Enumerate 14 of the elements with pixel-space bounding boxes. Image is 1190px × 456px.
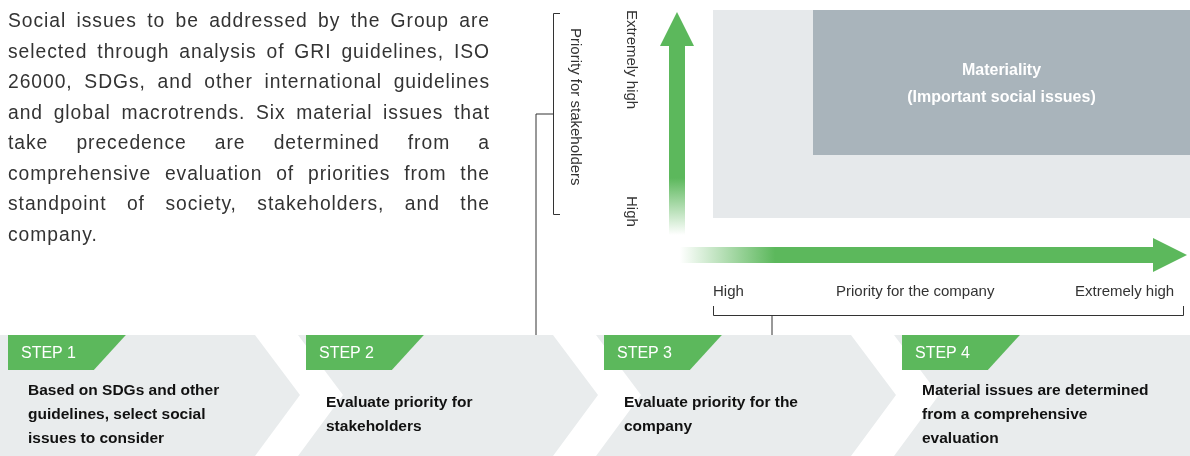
axis-tick-label: Extremely high — [624, 10, 641, 110]
step-description: Based on SDGs and other guidelines, select social issues to consider — [28, 379, 221, 448]
axis-title: Priority for the company — [836, 282, 995, 299]
description-paragraph: Social issues to be addressed by the Group are selected through analysis of GRI guidelines, ISO 26000, SDGs, and other international guidelines and global macrotrends. Six material issues that take precedence are determined from a comprehensive evaluation of priorities from the standpoint of society, stakeholders, and the company. — [8, 9, 490, 247]
step-description: Material issues are determined from a comprehensive evaluation — [922, 379, 1150, 448]
leader-line — [771, 315, 773, 336]
materiality-box: Materiality (Important social issues) — [813, 10, 1190, 155]
step-description: Evaluate priority for the company — [624, 391, 799, 436]
step-description: Evaluate priority for stakeholders — [326, 391, 474, 436]
leader-line — [535, 113, 554, 336]
axis-title: Priority for stakeholders — [568, 28, 585, 186]
axis-tick-label: Extremely high — [1075, 282, 1175, 299]
axis-tick-label: High — [624, 196, 641, 227]
axis-tick-label: High — [713, 282, 744, 299]
